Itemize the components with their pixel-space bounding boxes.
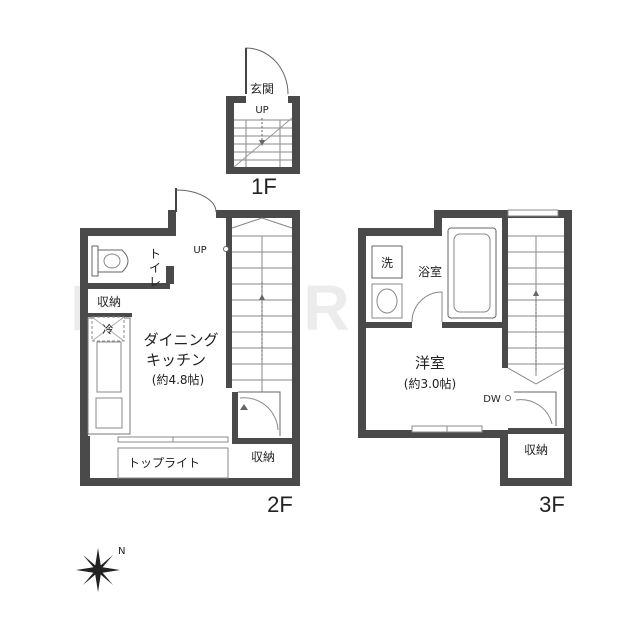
- toilet-label-3: レ: [149, 275, 161, 289]
- 3f-storage-door-icon: [515, 399, 553, 425]
- sink-icon: [96, 341, 122, 393]
- room-label: 洋室: [415, 354, 445, 372]
- floor-label-1f: 1F: [251, 174, 277, 199]
- bath-label: 浴室: [418, 264, 442, 279]
- floor-label-2f: 2F: [267, 492, 293, 517]
- storage-door-icon: [239, 397, 279, 431]
- entrance-label: 玄関: [250, 81, 274, 96]
- toilet-tank-icon: [91, 245, 99, 277]
- floor-3f: 洗 浴室 洋室 (約3.0帖) DW 収納 3F: [358, 209, 572, 517]
- 2f-up-label: UP: [193, 245, 206, 256]
- washer-icon: [371, 245, 403, 279]
- 3f-storage-label: 収納: [524, 443, 548, 457]
- fridge-label: 冷: [103, 323, 114, 336]
- 2f-door-icon: [175, 189, 217, 213]
- toplight-label: トップライト: [128, 456, 200, 470]
- floor-label-3f: 3F: [539, 492, 565, 517]
- room-area-label: (約3.0帖): [404, 376, 456, 391]
- 1f-up-label: UP: [255, 105, 268, 116]
- 1f-stairs-icon: [233, 117, 293, 168]
- compass-icon: N: [76, 546, 125, 592]
- entrance-door-icon: [245, 47, 289, 95]
- toplight-box: [117, 447, 229, 479]
- floor-2f: ト イ レ UP 収納 冷 ダイニング キッチン (約4.8帖) トップライト …: [80, 188, 300, 517]
- bath-door-icon: [411, 291, 443, 323]
- storage-left-label: 収納: [97, 295, 121, 309]
- toilet-label-1: ト: [149, 247, 161, 261]
- storage-right-label: 収納: [251, 450, 275, 464]
- floor-1f: 玄関 UP 1F: [226, 47, 300, 199]
- dk-area-label: (約4.8帖): [152, 372, 204, 387]
- stove-icon: [95, 397, 123, 429]
- washer-label: 洗: [381, 256, 393, 270]
- dw-label: DW: [483, 394, 501, 405]
- toilet-label-2: イ: [149, 261, 161, 275]
- compass-north-label: N: [118, 546, 125, 557]
- dk-label-line2: キッチン: [146, 351, 206, 369]
- dk-label-line1: ダイニング: [143, 331, 218, 349]
